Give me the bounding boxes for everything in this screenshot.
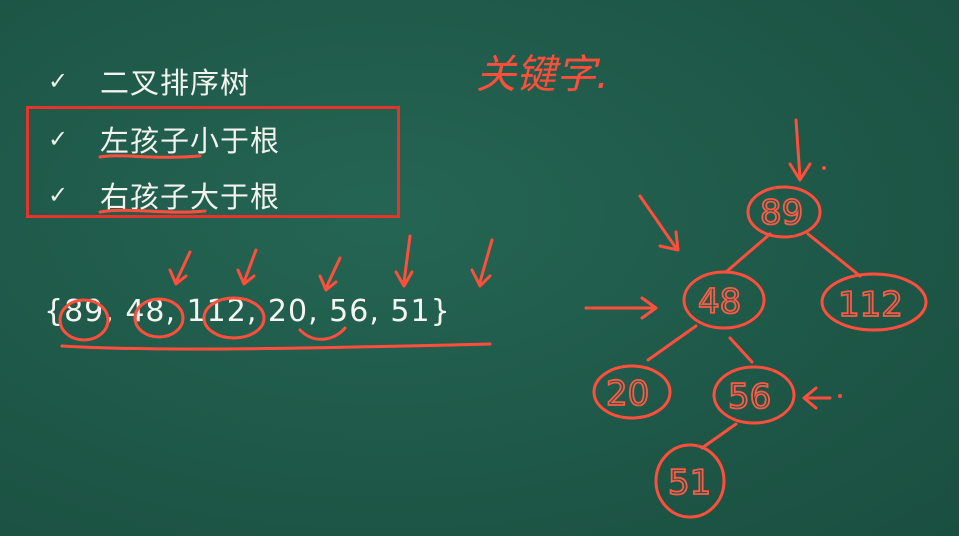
arrow-48 bbox=[168, 250, 192, 286]
bullet-text: 左孩子小于根 bbox=[100, 124, 281, 158]
arrow-112 bbox=[236, 248, 258, 286]
node-label: 112 bbox=[838, 285, 903, 325]
tree-node-51: 51 bbox=[654, 443, 726, 519]
underline-left-child bbox=[98, 154, 202, 159]
bullet-text: 右孩子大于根 bbox=[100, 180, 281, 214]
node-label: 56 bbox=[728, 377, 771, 417]
underline-set bbox=[60, 342, 492, 351]
check-icon: ✓ bbox=[48, 125, 69, 153]
tree-node-56: 56 bbox=[712, 365, 796, 425]
node-label: 48 bbox=[698, 282, 741, 322]
dot-mark bbox=[822, 166, 826, 170]
arrow-to-56 bbox=[802, 386, 832, 410]
arrow-to-48 bbox=[584, 296, 658, 320]
check-icon: ✓ bbox=[48, 181, 69, 209]
dot-mark bbox=[838, 394, 842, 398]
underline-right-child bbox=[98, 208, 207, 214]
edge-89-112 bbox=[806, 232, 862, 278]
tree-node-48: 48 bbox=[682, 270, 766, 330]
edge-56-51 bbox=[700, 422, 738, 450]
bullet-left-child: ✓ 左孩子小于根 bbox=[48, 118, 280, 160]
arrow-20 bbox=[318, 256, 342, 292]
edge-48-20 bbox=[646, 324, 698, 362]
circle-20 bbox=[298, 326, 347, 341]
edge-48-56 bbox=[728, 336, 754, 364]
tree-node-20: 20 bbox=[592, 364, 672, 420]
tree-node-112: 112 bbox=[820, 272, 928, 332]
circle-89 bbox=[58, 298, 110, 342]
bullet-right-child: ✓ 右孩子大于根 bbox=[48, 174, 280, 216]
arrow-56 bbox=[394, 234, 414, 288]
key-set: {89, 48, 112, 20, 56, 51} bbox=[44, 294, 451, 329]
circle-112 bbox=[202, 296, 266, 340]
arrow-root bbox=[788, 118, 812, 182]
node-label: 51 bbox=[668, 463, 711, 503]
highlight-box bbox=[26, 106, 400, 218]
arrow-51 bbox=[470, 238, 494, 288]
edge-89-48 bbox=[724, 232, 772, 274]
arrow-diagonal bbox=[638, 194, 680, 252]
check-icon: ✓ bbox=[48, 67, 69, 95]
circle-48 bbox=[133, 297, 185, 339]
tree-node-89: 89 bbox=[746, 185, 822, 239]
handwritten-title: 关键字. bbox=[476, 52, 609, 98]
node-label: 20 bbox=[606, 374, 649, 414]
bullet-text: 二叉排序树 bbox=[100, 66, 251, 100]
bullet-binary-sort-tree: ✓ 二叉排序树 bbox=[48, 60, 250, 102]
node-label: 89 bbox=[760, 193, 803, 233]
